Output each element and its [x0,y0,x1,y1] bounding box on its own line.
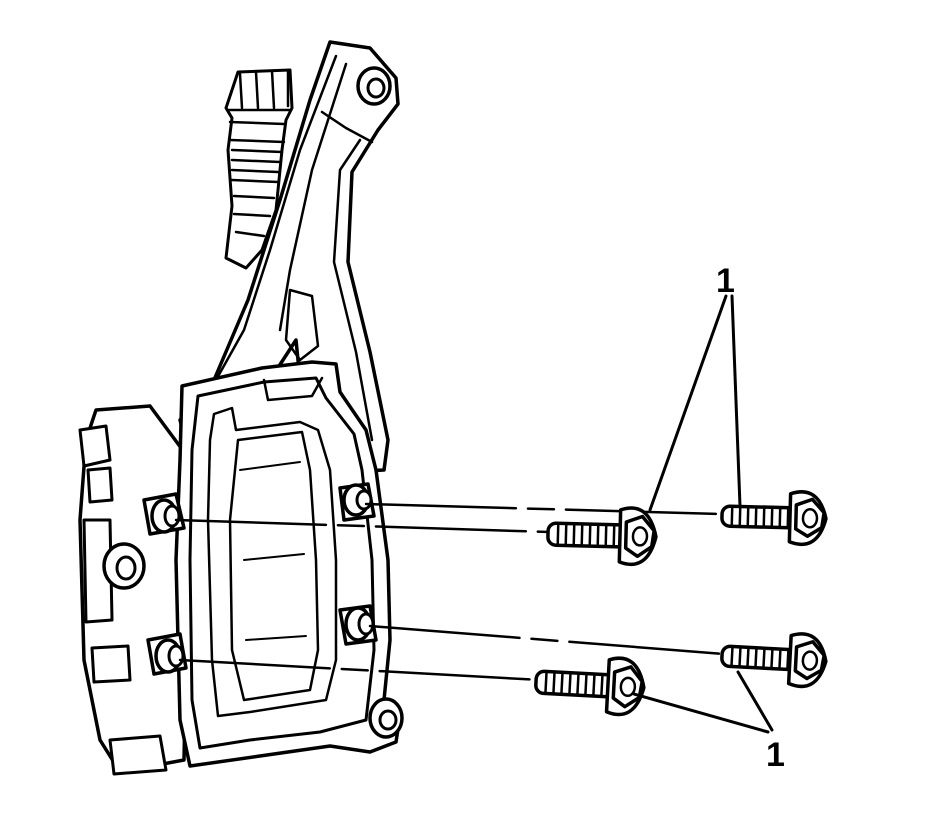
bolt-lower-right [720,632,828,689]
bolt-alignment-lines [174,502,726,682]
bolt-lower-left [534,656,646,717]
boss-lower-right [338,604,378,646]
callout-label-top: 1 [716,262,735,300]
boss-upper-right [338,482,376,522]
callout-label-bottom: 1 [766,736,785,774]
boss-upper-left [142,492,186,536]
control-module-housing [78,360,404,776]
boss-lower-left [146,632,188,676]
callout-leaders [632,294,774,734]
bolt-upper-left [546,506,658,567]
bolt-upper-right [720,490,828,547]
wiring-harness-connector [224,68,294,270]
mounting-bracket [178,40,400,474]
